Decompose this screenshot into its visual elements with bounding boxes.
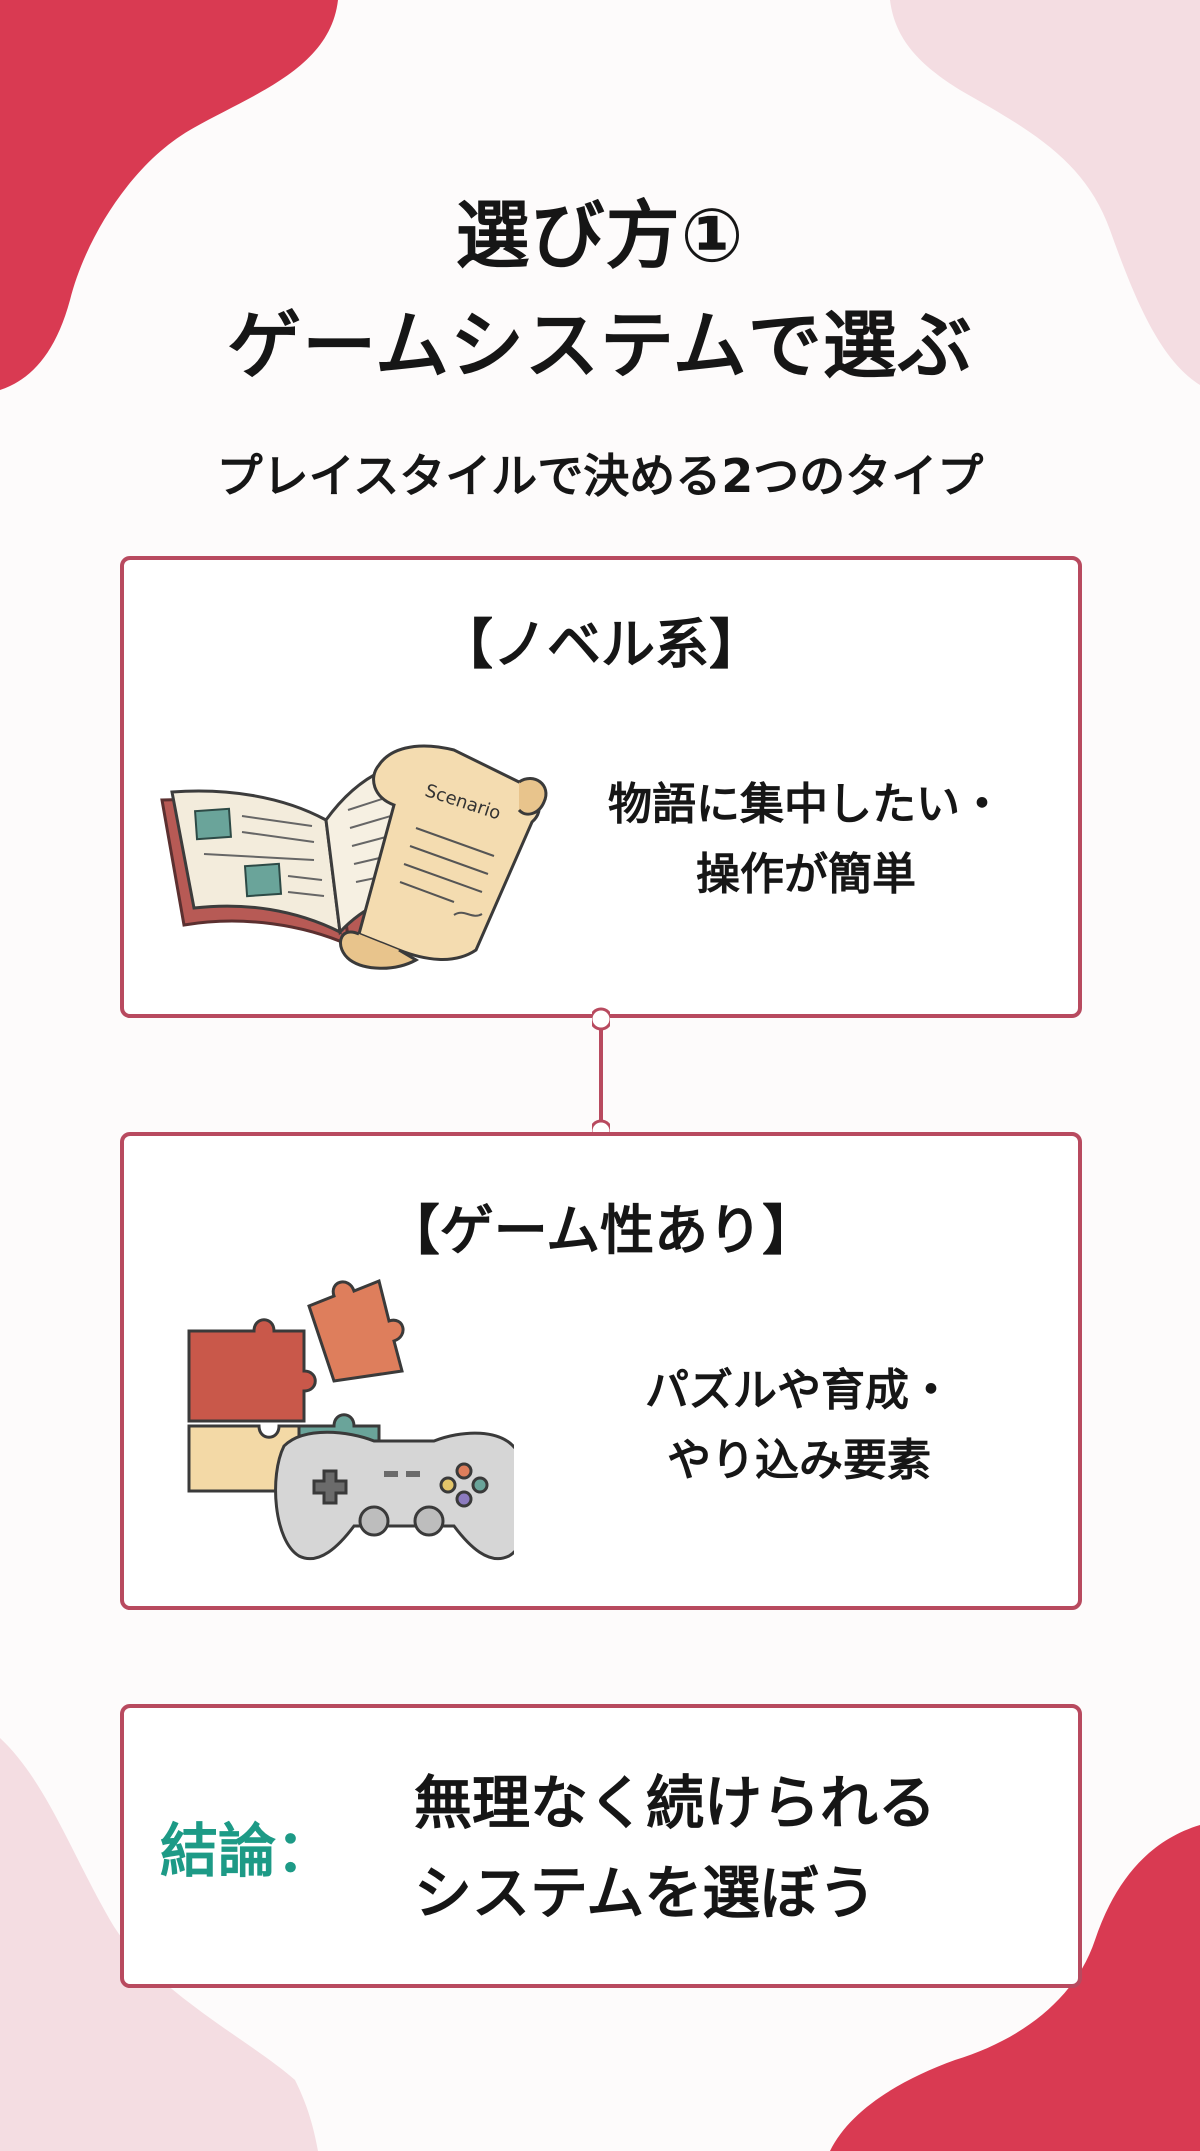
conclusion-label: 結論： (160, 1817, 335, 1885)
page-title-line-1: 選び方① (455, 193, 745, 279)
conclusion-text-line-1: 無理なく続けられる (414, 1769, 937, 1837)
novel-card-description: 物語に集中したい・ 操作が簡単 (556, 770, 1056, 910)
puzzle-pieces-icon (187, 1278, 405, 1493)
novel-type-card: 【ノベル系】 (120, 556, 1082, 1018)
gameplay-desc-line-1: パズルや育成・ (645, 1365, 953, 1416)
page-title-line-2: ゲームシステムで選ぶ (227, 303, 973, 389)
gameplay-desc-line-2: やり込み要素 (667, 1435, 931, 1486)
novel-desc-line-1: 物語に集中したい・ (608, 779, 1004, 830)
corner-blob-top-left (0, 0, 338, 390)
page-subtitle: プレイスタイルで決める2つのタイプ (216, 449, 984, 503)
corner-blob-top-right (890, 0, 1200, 385)
gameplay-card-title: 【ゲーム性あり】 (385, 1199, 817, 1262)
novel-card-title: 【ノベル系】 (439, 613, 763, 676)
card-connector (592, 1007, 610, 1143)
corner-blob-bottom-right (830, 1825, 1200, 2151)
scenario-scroll-icon (339, 744, 548, 970)
gameplay-illustration (187, 1278, 514, 1561)
conclusion-text-line-2: システムを選ぼう (414, 1859, 877, 1927)
novel-desc-line-2: 操作が簡単 (696, 849, 916, 900)
game-controller-icon (274, 1430, 514, 1561)
novel-illustration: Scenario (160, 744, 548, 970)
conclusion-text: 無理なく続けられる システムを選ぼう (414, 1758, 1074, 1938)
corner-blob-bottom-left (0, 1738, 318, 2151)
gameplay-card-description: パズルや育成・ やり込み要素 (564, 1356, 1034, 1496)
gameplay-type-card: 【ゲーム性あり】 パズルや育成・ やり込み要素 (120, 1132, 1082, 1610)
conclusion-card: 結論： 無理なく続けられる システムを選ぼう (120, 1704, 1082, 1988)
